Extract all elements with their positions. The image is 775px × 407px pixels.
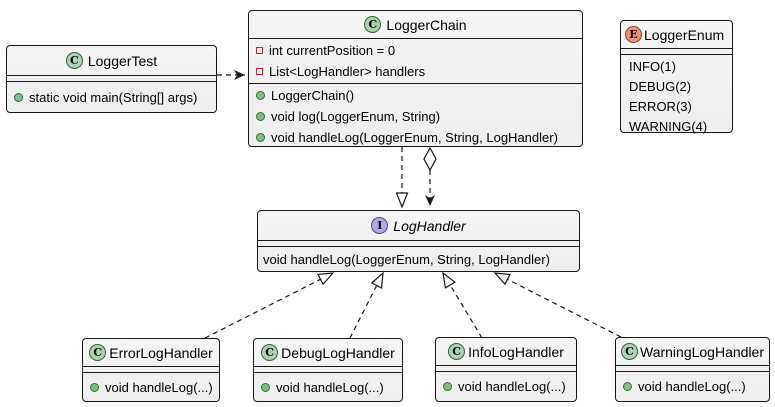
class-box-infologhandler: C InfoLogHandler void handleLog(...) — [435, 337, 577, 402]
field-text: List<LogHandler> handlers — [269, 64, 426, 79]
field-row: List<LogHandler> handlers — [249, 61, 582, 82]
class-spot-icon: C — [448, 343, 466, 360]
class-box-errorloghandler: C ErrorLogHandler void handleLog(...) — [82, 338, 220, 402]
fields-section: int currentPosition = 0 List<LogHandler>… — [249, 39, 582, 84]
method-text: void handleLog(LoggerEnum, String, LogHa… — [271, 130, 558, 145]
class-title: InfoLogHandler — [468, 343, 564, 360]
method-row: void handleLog(...) — [254, 377, 402, 398]
methods-section: void handleLog(...) — [83, 373, 219, 401]
enum-value-row: INFO(1) — [621, 56, 732, 76]
public-method-icon — [256, 112, 265, 121]
private-field-icon — [256, 68, 263, 75]
empty-fields-section — [83, 367, 219, 373]
methods-section: static void main(String[] args) — [7, 82, 216, 112]
method-text: void handleLog(...) — [276, 379, 384, 395]
class-title: ErrorLogHandler — [109, 344, 213, 361]
interface-header: I LogHandler — [258, 211, 579, 241]
class-title: WarningLogHandler — [640, 343, 764, 360]
method-row: void handleLog(...) — [83, 377, 219, 398]
edge-infologhandler-loghandler — [442, 271, 483, 339]
public-method-icon — [256, 91, 265, 100]
class-spot-icon: C — [89, 344, 107, 361]
method-row: void log(LoggerEnum, String) — [249, 106, 582, 127]
method-text: LoggerChain() — [271, 88, 355, 103]
public-method-icon — [14, 92, 23, 102]
public-method-icon — [256, 133, 265, 142]
aggregation-diamond-icon — [423, 146, 437, 172]
enum-value-row: ERROR(3) — [621, 96, 732, 116]
methods-section: void handleLog(...) — [254, 373, 402, 401]
public-method-icon — [261, 382, 270, 392]
empty-fields-section — [436, 366, 576, 372]
public-method-icon — [623, 382, 632, 391]
field-row: int currentPosition = 0 — [249, 40, 582, 61]
class-box-warningloghandler: C WarningLogHandler void handleLog(...) — [615, 337, 770, 402]
interface-box-loghandler: I LogHandler void handleLog(LoggerEnum, … — [257, 210, 580, 272]
interface-spot-icon: I — [371, 217, 389, 234]
method-text: static void main(String[] args) — [29, 89, 198, 105]
method-text: void handleLog(LoggerEnum, String, LogHa… — [263, 251, 550, 267]
class-title: DebugLogHandler — [281, 344, 395, 361]
class-title: LoggerChain — [386, 16, 467, 33]
method-row: LoggerChain() — [249, 85, 582, 106]
enum-value-text: ERROR(3) — [629, 98, 692, 114]
class-spot-icon: C — [364, 16, 382, 33]
enum-value-row: WARNING(4) — [621, 116, 732, 136]
methods-section: void handleLog(...) — [616, 372, 769, 401]
methods-section: void handleLog(LoggerEnum, String, LogHa… — [258, 247, 579, 271]
methods-section: LoggerChain() void log(LoggerEnum, Strin… — [249, 84, 582, 149]
enum-value-text: INFO(1) — [629, 58, 676, 74]
method-text: void handleLog(...) — [105, 379, 213, 395]
private-field-icon — [256, 47, 263, 54]
public-method-icon — [443, 382, 452, 391]
empty-fields-section — [616, 366, 769, 372]
methods-section: void handleLog(...) — [436, 372, 576, 401]
edge-errorloghandler-loghandler — [204, 272, 335, 339]
class-spot-icon: C — [621, 343, 638, 360]
class-header: C LoggerTest — [7, 46, 216, 76]
method-row: void handleLog(...) — [616, 376, 769, 397]
empty-fields-section — [258, 241, 579, 247]
method-row: static void main(String[] args) — [7, 87, 216, 108]
method-text: void handleLog(...) — [638, 379, 746, 394]
class-box-loggerchain: C LoggerChain int currentPosition = 0 Li… — [248, 10, 583, 147]
enum-value-text: DEBUG(2) — [629, 78, 692, 94]
class-box-debugloghandler: C DebugLogHandler void handleLog(...) — [253, 338, 403, 402]
empty-fields-section — [7, 76, 216, 82]
enum-title: LoggerEnum — [644, 26, 725, 43]
class-spot-icon: C — [261, 344, 279, 361]
class-header: C WarningLogHandler — [616, 338, 769, 366]
enum-header: E LoggerEnum — [621, 21, 732, 49]
enum-value-text: WARNING(4) — [629, 118, 708, 134]
method-text: void handleLog(...) — [458, 379, 566, 394]
enum-box-loggerenum: E LoggerEnum INFO(1) DEBUG(2) ERROR(3) W… — [620, 20, 733, 134]
edge-warningloghandler-loghandler — [493, 272, 622, 338]
edge-debugloghandler-loghandler — [349, 271, 384, 339]
method-row: void handleLog(...) — [436, 376, 576, 397]
enum-values-section: INFO(1) DEBUG(2) ERROR(3) WARNING(4) — [621, 55, 732, 137]
class-title: LoggerTest — [87, 52, 158, 69]
enum-value-row: DEBUG(2) — [621, 76, 732, 96]
field-text: int currentPosition = 0 — [269, 43, 396, 58]
enum-spot-icon: E — [625, 26, 642, 43]
class-header: C ErrorLogHandler — [83, 339, 219, 367]
empty-fields-section — [254, 367, 402, 373]
class-header: C LoggerChain — [249, 11, 582, 39]
class-spot-icon: C — [65, 52, 83, 69]
empty-fields-section — [621, 49, 732, 55]
method-row: void handleLog(LoggerEnum, String, LogHa… — [258, 249, 579, 270]
class-header: C InfoLogHandler — [436, 338, 576, 366]
class-header: C DebugLogHandler — [254, 339, 402, 367]
method-text: void log(LoggerEnum, String) — [271, 109, 441, 124]
public-method-icon — [90, 382, 99, 392]
method-row: void handleLog(LoggerEnum, String, LogHa… — [249, 127, 582, 148]
class-box-loggertest: C LoggerTest static void main(String[] a… — [6, 45, 217, 113]
interface-title: LogHandler — [393, 217, 466, 234]
